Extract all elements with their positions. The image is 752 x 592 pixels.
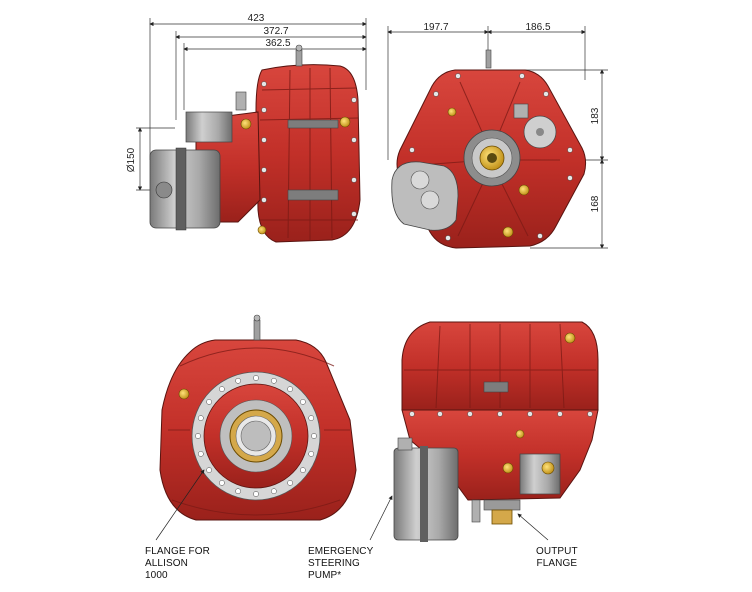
flange-callout-line [155,469,205,541]
flange-bolt-hole [253,491,259,497]
flange-bolt-hole [195,433,201,439]
flange-bolt-hole [287,386,293,392]
output-callout-line [517,513,549,541]
side-view-bottom [369,321,599,542]
flange-bolt-hole [197,415,204,421]
output-label-line-1: OUTPUT [536,546,578,557]
output-label-line-2: FLANGE [536,558,578,569]
side-view: 423 372.7 362.5 Ø150 [126,13,367,243]
flange-bolt-ring [195,375,317,497]
dimension-lines-right [387,26,608,249]
flange-bolt-hole [235,488,241,495]
flange-label-line-2: ALLISON [145,558,188,569]
flange-bolt-hole [197,451,204,457]
flange-label-line-3: 1000 [145,570,168,581]
dim-height-lower: 168 [590,195,601,212]
pump-callout-line [369,495,393,541]
front-view: 197.7 186.5 183 168 [387,22,608,249]
flange-for-allison-label: FLANGE FOR ALLISON 1000 [145,546,210,582]
pump-label-line-3: PUMP* [308,570,342,581]
dim-pump-diameter: Ø150 [126,147,137,172]
flange-label-line-1: FLANGE FOR [145,546,210,557]
flange-bolt-hole [235,377,241,384]
dim-width-left: 197.7 [423,22,448,33]
rear-view [155,314,357,541]
flange-bolt-hole [300,399,306,405]
flange-bolt-hole [219,480,225,486]
flange-bolt-hole [308,451,315,457]
pump-label-line-2: STEERING [308,558,360,569]
dim-width-right: 186.5 [525,22,550,33]
output-flange-label: OUTPUT FLANGE [536,546,578,570]
emergency-steering-pump-label: EMERGENCY STEERING PUMP* [308,546,373,582]
flange-bolt-hole [253,375,259,381]
flange-bolt-hole [206,467,212,473]
pump-label-line-1: EMERGENCY [308,546,374,557]
dimension-lines-top [136,18,367,191]
flange-bolt-hole [219,386,225,392]
flange-bolt-hole [206,399,212,405]
dim-height-upper: 183 [590,107,601,124]
flange-bolt-hole [300,467,306,473]
dim-length-3: 362.5 [265,38,290,49]
flange-bolt-hole [287,480,293,486]
flange-bolt-hole [271,488,277,495]
flange-bolt-hole [271,377,277,384]
dim-overall-length: 423 [248,13,265,24]
dim-length-2: 372.7 [263,26,288,37]
flange-bolt-hole [311,433,317,439]
flange-bolt-hole [308,415,315,421]
